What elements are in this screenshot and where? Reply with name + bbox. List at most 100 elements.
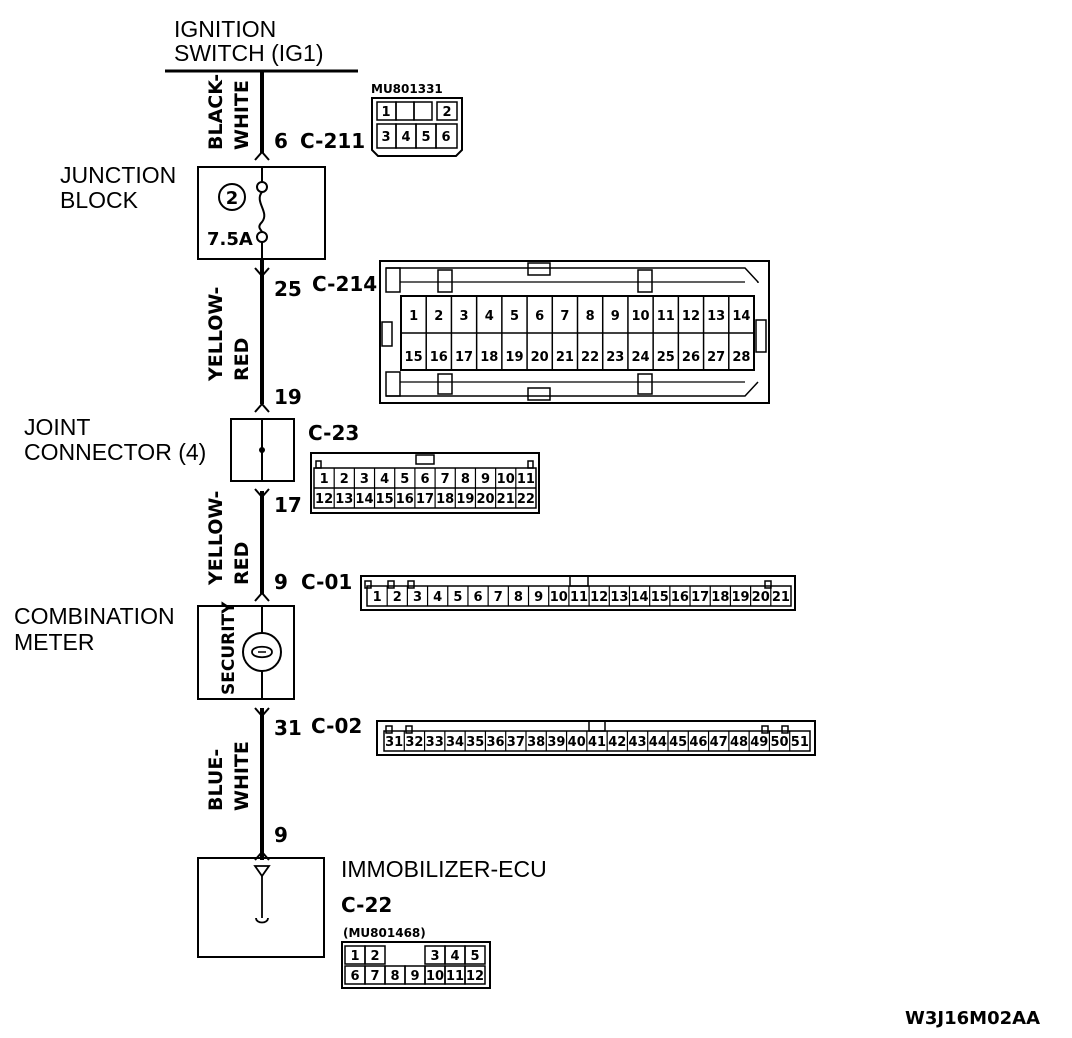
c214-pin: 25 xyxy=(274,277,302,301)
c01-pin-label: 14 xyxy=(631,590,649,605)
c01-pin-label: 16 xyxy=(671,590,689,605)
c22-connector-id: C-22 xyxy=(341,893,392,917)
c01-pin-label: 18 xyxy=(711,590,729,605)
c214-pin-label: 14 xyxy=(732,309,750,324)
c23-pin-label: 19 xyxy=(456,492,474,507)
c214-pin-label: 13 xyxy=(707,309,725,324)
c01-pin-label: 19 xyxy=(731,590,749,605)
c01-pin-label: 15 xyxy=(651,590,669,605)
c23-pin-label: 22 xyxy=(517,492,535,507)
c23-pin-label: 13 xyxy=(335,492,353,507)
c01-pin-label: 21 xyxy=(772,590,790,605)
c23-pin-label: 20 xyxy=(476,492,494,507)
joint-connector-label-line2: CONNECTOR (4) xyxy=(24,439,206,465)
combination-meter-box xyxy=(197,605,295,700)
ecu-ground-symbol xyxy=(255,917,269,924)
c23-pin-label: 8 xyxy=(461,472,470,487)
c23-pin-label: 7 xyxy=(441,472,450,487)
c211-connector-face: 1 2 3 4 5 6 xyxy=(371,97,463,157)
c214-pin-label: 4 xyxy=(485,309,494,324)
c02-pin: 31 xyxy=(274,716,302,740)
c22-pin-label: 10 xyxy=(426,969,444,984)
c02-pin-label: 34 xyxy=(446,735,464,750)
c23-pin-label: 12 xyxy=(315,492,333,507)
c22-pin-label: 6 xyxy=(350,969,359,984)
c214-pin-label: 18 xyxy=(480,350,498,365)
c02-pin-label: 50 xyxy=(771,735,789,750)
c214-pin-label: 23 xyxy=(606,350,624,365)
joint-splice-dot xyxy=(259,447,265,453)
c01-pin-label: 11 xyxy=(570,590,588,605)
joint-connector-label-line1: JOINT xyxy=(24,414,90,440)
c01-pin-label: 8 xyxy=(514,590,523,605)
security-lamp-label: SECURITY xyxy=(219,601,239,695)
c214-pin-label: 2 xyxy=(434,309,443,324)
ignition-switch-label-line1: IGNITION xyxy=(174,16,276,42)
junction-terminal-mark xyxy=(254,267,270,278)
wire-color-black-white: BLACK- WHITE xyxy=(205,74,253,150)
c23-pin-label: 3 xyxy=(360,472,369,487)
c02-terminal-mark xyxy=(254,707,270,718)
c214-pin-label: 9 xyxy=(611,309,620,324)
c214-connector-id: C-214 xyxy=(312,272,377,296)
c02-pin-label: 36 xyxy=(487,735,505,750)
c02-pin-label: 44 xyxy=(649,735,667,750)
svg-text:RED: RED xyxy=(231,542,253,585)
svg-text:RED: RED xyxy=(231,338,253,381)
c23-pin-label: 4 xyxy=(380,472,389,487)
combination-meter-label-line2: METER xyxy=(14,629,95,655)
svg-text:BLUE-: BLUE- xyxy=(205,749,227,811)
c01-pin-label: 10 xyxy=(550,590,568,605)
c23-connector-id: C-23 xyxy=(308,421,359,445)
c02-pin-label: 42 xyxy=(608,735,626,750)
c02-pin-label: 39 xyxy=(547,735,565,750)
c22-pin-label: 7 xyxy=(370,969,379,984)
c01-pin-label: 2 xyxy=(393,590,402,605)
junction-block-label-line1: JUNCTION xyxy=(60,162,176,188)
svg-text:6: 6 xyxy=(441,130,450,145)
svg-text:5: 5 xyxy=(421,130,430,145)
c02-pin-label: 49 xyxy=(750,735,768,750)
svg-text:3: 3 xyxy=(381,130,390,145)
fuse-number-circle xyxy=(218,183,246,211)
c214-pin-label: 6 xyxy=(535,309,544,324)
c02-pin-label: 31 xyxy=(385,735,403,750)
c02-pin-label: 33 xyxy=(426,735,444,750)
c01-pin-label: 20 xyxy=(752,590,770,605)
c01-pin-label: 7 xyxy=(494,590,503,605)
c02-pin-label: 41 xyxy=(588,735,606,750)
svg-text:WHITE: WHITE xyxy=(231,741,253,811)
ecu-pin: 9 xyxy=(274,823,288,847)
c214-pin-label: 8 xyxy=(586,309,595,324)
svg-text:1: 1 xyxy=(381,105,390,120)
fuse-number: 2 xyxy=(226,188,239,209)
c214-pin-label: 21 xyxy=(556,350,574,365)
security-lamp-filament-icon xyxy=(251,645,273,659)
figure-code: W3J16M02AA xyxy=(905,1008,1040,1029)
c23-pin-label: 15 xyxy=(376,492,394,507)
c214-pin-label: 1 xyxy=(409,309,418,324)
svg-text:4: 4 xyxy=(401,130,410,145)
c23-pin-label: 5 xyxy=(400,472,409,487)
c01-pin-label: 4 xyxy=(433,590,442,605)
c214-pin-label: 3 xyxy=(460,309,469,324)
c02-pin-label: 37 xyxy=(507,735,525,750)
c23-pin-label: 17 xyxy=(416,492,434,507)
c01-pin-label: 13 xyxy=(610,590,628,605)
c214-pin-label: 15 xyxy=(405,350,423,365)
c211-part-number: MU801331 xyxy=(371,82,443,96)
security-lamp-icon xyxy=(242,632,282,672)
c214-pin-label: 5 xyxy=(510,309,519,324)
c23-pin-label: 16 xyxy=(396,492,414,507)
joint-top-terminal-mark xyxy=(254,402,270,413)
c214-pin-label: 27 xyxy=(707,350,725,365)
c23-pin-label: 21 xyxy=(497,492,515,507)
svg-text:YELLOW-: YELLOW- xyxy=(205,287,227,382)
immobilizer-ecu-box xyxy=(197,857,325,958)
wire-color-yellow-red-2: YELLOW- RED xyxy=(205,491,253,586)
c01-pin-label: 3 xyxy=(413,590,422,605)
